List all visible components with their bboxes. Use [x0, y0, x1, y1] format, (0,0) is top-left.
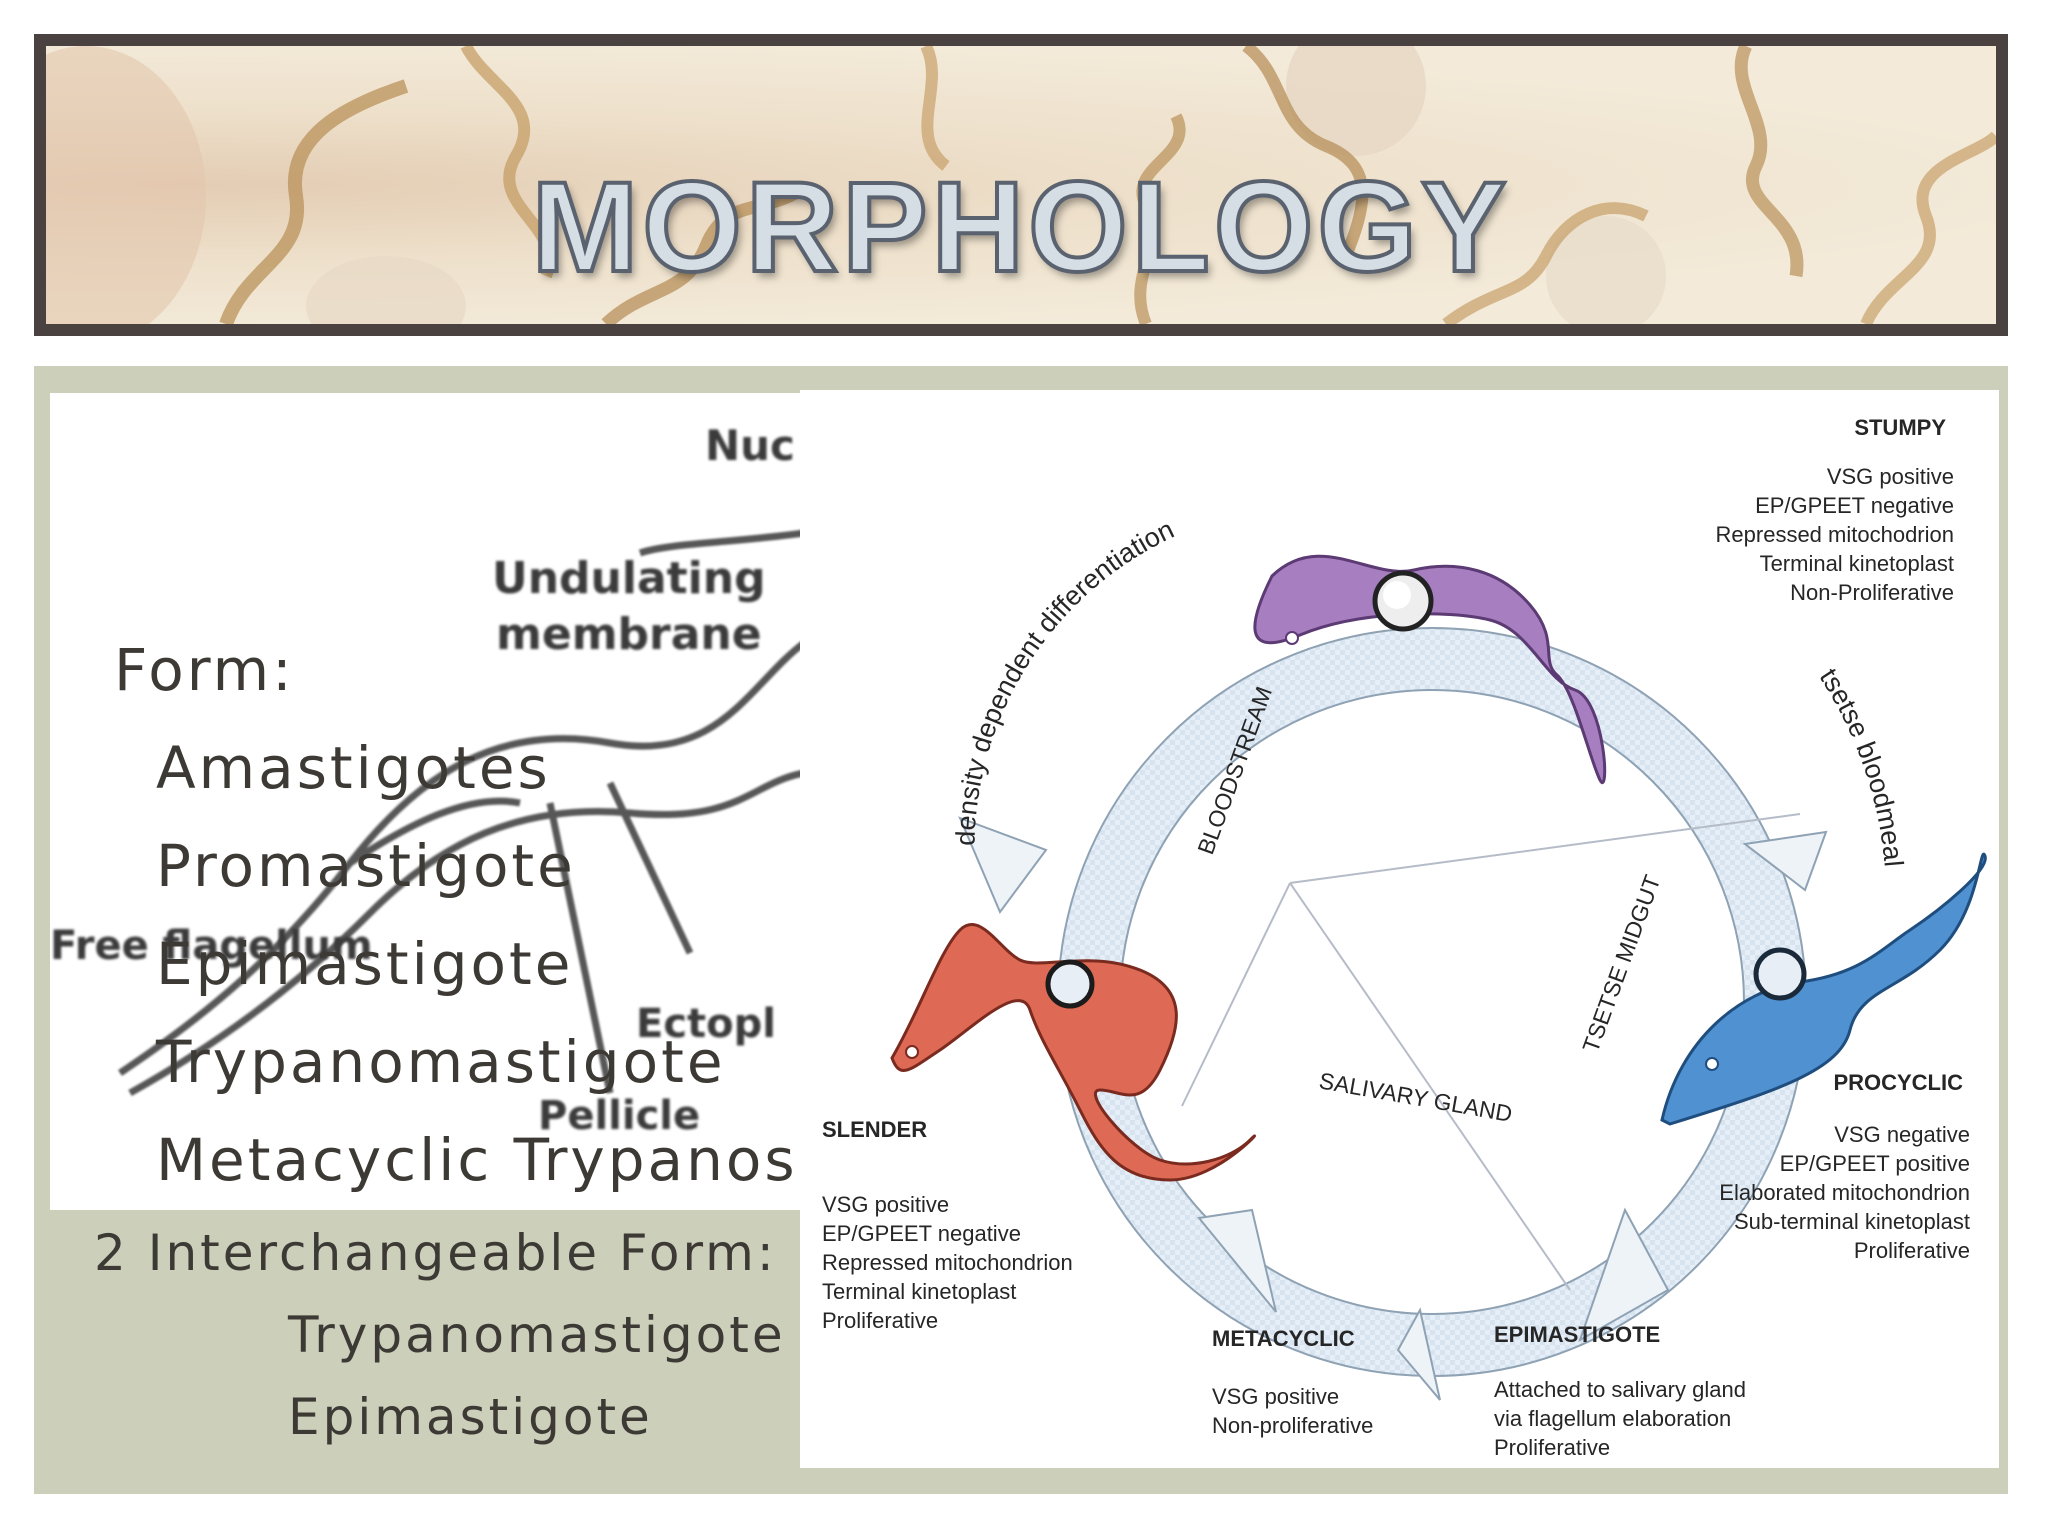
stumpy-line: VSG positive: [1827, 464, 1954, 489]
title-banner: MORPHOLOGY: [34, 34, 2008, 336]
label-nucleus: Nuc: [705, 421, 795, 470]
life-cycle-svg: density dependent differentiation tsetse…: [822, 415, 1987, 1460]
epimastigote-line: via flagellum elaboration: [1494, 1406, 1731, 1431]
label-membrane: membrane: [496, 609, 762, 660]
slender-line: Proliferative: [822, 1308, 938, 1333]
trypanosome-drawing: [118, 529, 804, 1097]
divider-line-2: [1181, 882, 1291, 1107]
form-heading: Form:: [114, 636, 295, 704]
arrow-bottom-left: [1197, 1208, 1277, 1313]
life-cycle-diagram: density dependent differentiation tsetse…: [800, 390, 1999, 1468]
trypanosome-illustration: Nuc Undulating membrane Free flagellum E…: [50, 393, 804, 1210]
stumpy-info: STUMPY VSG positive EP/GPEET negative Re…: [1716, 415, 1954, 605]
form-item-epimastigote: Epimastigote: [156, 930, 574, 998]
slender-line: EP/GPEET negative: [822, 1221, 1021, 1246]
cycle-ring: [1059, 629, 1805, 1375]
epimastigote-line: Proliferative: [1494, 1435, 1610, 1460]
divider-line-1: [1289, 813, 1801, 884]
procyclic-cell: [1660, 852, 1987, 1126]
stumpy-line: Non-Proliferative: [1790, 580, 1954, 605]
slide-title: MORPHOLOGY: [530, 154, 1511, 301]
stumpy-title: STUMPY: [1854, 415, 1946, 440]
label-pellicle: Pellicle: [538, 1093, 701, 1139]
interchangeable-heading: 2 Interchangeable Form:: [94, 1224, 777, 1282]
slender-line: Terminal kinetoplast: [822, 1279, 1016, 1304]
form-item-promastigote: Promastigote: [156, 832, 576, 900]
arrow-bottom-middle: [1396, 1307, 1441, 1401]
procyclic-line: Proliferative: [1854, 1238, 1970, 1263]
epimastigote-title: EPIMASTIGOTE: [1494, 1322, 1660, 1347]
label-free-flagellum: Free flagellum: [50, 923, 373, 969]
slender-cell: [890, 923, 1257, 1182]
procyclic-title: PROCYCLIC: [1833, 1070, 1963, 1095]
metacyclic-title: METACYCLIC: [1212, 1326, 1355, 1351]
region-salivary-gland: SALIVARY GLAND: [1317, 1067, 1514, 1127]
arrow-bottom-right: [1578, 1207, 1670, 1343]
procyclic-line: Sub-terminal kinetoplast: [1734, 1209, 1970, 1234]
form-item-amastigotes: Amastigotes: [156, 734, 551, 802]
divider-line-3: [1289, 882, 1571, 1291]
stumpy-line: Repressed mitochodrion: [1716, 522, 1954, 547]
interchangeable-item-epimastigote: Epimastigote: [288, 1388, 653, 1446]
procyclic-info: PROCYCLIC VSG negative EP/GPEET positive…: [1719, 1070, 1970, 1263]
arrow-right: [1742, 830, 1828, 892]
label-undulating: Undulating: [492, 553, 766, 604]
label-tsetse-bloodmeal: tsetse bloodmeal: [1814, 663, 1909, 868]
epimastigote-line: Attached to salivary gland: [1494, 1377, 1746, 1402]
metacyclic-info: METACYCLIC VSG positive Non-proliferativ…: [1212, 1326, 1373, 1438]
label-ectoplasm: Ectopl: [636, 1001, 776, 1047]
banner-background-image: [46, 46, 1996, 324]
procyclic-line: Elaborated mitochondrion: [1719, 1180, 1970, 1205]
slender-line: VSG positive: [822, 1192, 949, 1217]
epimastigote-info: EPIMASTIGOTE Attached to salivary gland …: [1494, 1322, 1746, 1460]
procyclic-line: EP/GPEET positive: [1780, 1151, 1970, 1176]
interchangeable-item-trypanomastigote: Trypanomastigote: [288, 1306, 786, 1364]
region-tsetse-midgut: TSETSE MIDGUT: [1577, 872, 1665, 1056]
stumpy-line: EP/GPEET negative: [1755, 493, 1954, 518]
metacyclic-line: Non-proliferative: [1212, 1413, 1373, 1438]
arrow-left: [958, 816, 1048, 914]
metacyclic-line: VSG positive: [1212, 1384, 1339, 1409]
slender-line: Repressed mitochondrion: [822, 1250, 1073, 1275]
stumpy-cell: [1253, 554, 1607, 785]
stumpy-line: Terminal kinetoplast: [1760, 551, 1954, 576]
slender-title: SLENDER: [822, 1117, 927, 1142]
form-item-trypanomastigote: Trypanomastigote: [156, 1028, 726, 1096]
procyclic-line: VSG negative: [1834, 1122, 1970, 1147]
slender-info: SLENDER VSG positive EP/GPEET negative R…: [822, 1117, 1073, 1333]
